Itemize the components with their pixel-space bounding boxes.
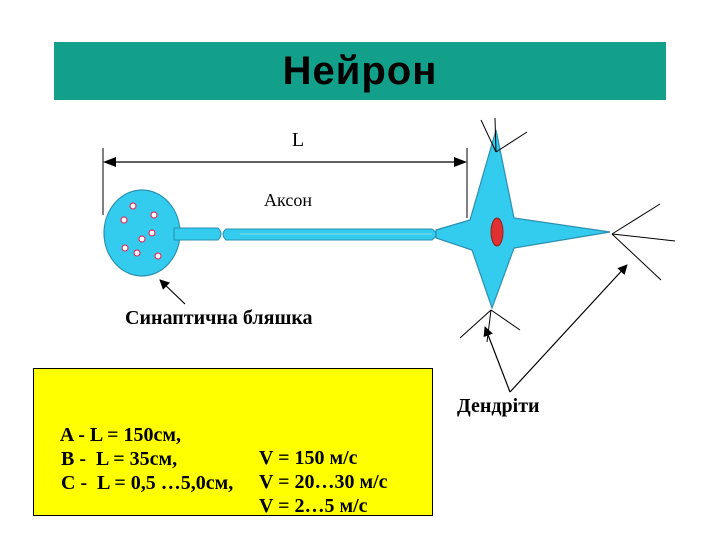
axon-segment [173,227,222,241]
dendrite-branch [459,309,492,339]
axon-label: Аксон [264,190,312,210]
synaptic-plaque-label: Синаптична бляшка [125,307,313,329]
dendrite-pointer [509,264,628,393]
dendrite-branch [480,119,497,153]
info-row-velocity: V = 20…30 м/с [259,471,388,493]
nucleus [490,217,504,247]
synaptic-plaque [103,189,181,277]
info-row-velocity: V = 150 м/с [259,447,358,469]
vesicle [120,216,128,224]
vesicle [148,229,156,237]
info-row-length: B - L = 35см, [61,448,178,470]
info-row: A - L = 150см, V = 150 м/с [41,401,358,493]
vesicle [138,235,146,243]
axon [173,227,437,241]
info-row-length: C - L = 0,5 …5,0см, [61,472,234,494]
info-row: B - L = 35см, V = 20…30 м/с [41,425,388,517]
vesicle [129,202,137,210]
dendrite-pointer [483,326,511,393]
synaptic-plaque-pointer [159,279,186,305]
info-row-velocity: V = 2…5 м/с [259,495,368,517]
vesicle [150,211,158,219]
dendrites-label: Дендріти [457,395,540,417]
page-title: Нейрон [282,48,438,93]
dendrite-branch [494,117,497,153]
vesicle [154,252,162,260]
info-row-length: A - L = 150см, [59,424,182,446]
length-arrow-right [454,157,467,167]
vesicle [133,249,141,257]
dendrite-branch [611,233,662,281]
dendrite-branch [490,309,521,331]
length-label: L [292,129,304,151]
dendrite-branch [611,203,661,235]
vesicle [121,244,129,252]
synaptic-plaque-body [103,189,181,277]
title-bar: Нейрон [54,42,666,100]
info-row: C - L = 0,5 …5,0см, V = 2…5 м/с [41,449,368,541]
length-dimension: L [102,129,468,218]
neuron-soma [435,129,611,310]
soma-body [435,129,611,310]
dendrite-branch [611,233,676,242]
length-arrow-left [103,157,116,167]
dendrite-branch [495,131,528,153]
info-box: A - L = 150см, V = 150 м/с B - L = 35см,… [33,368,433,517]
